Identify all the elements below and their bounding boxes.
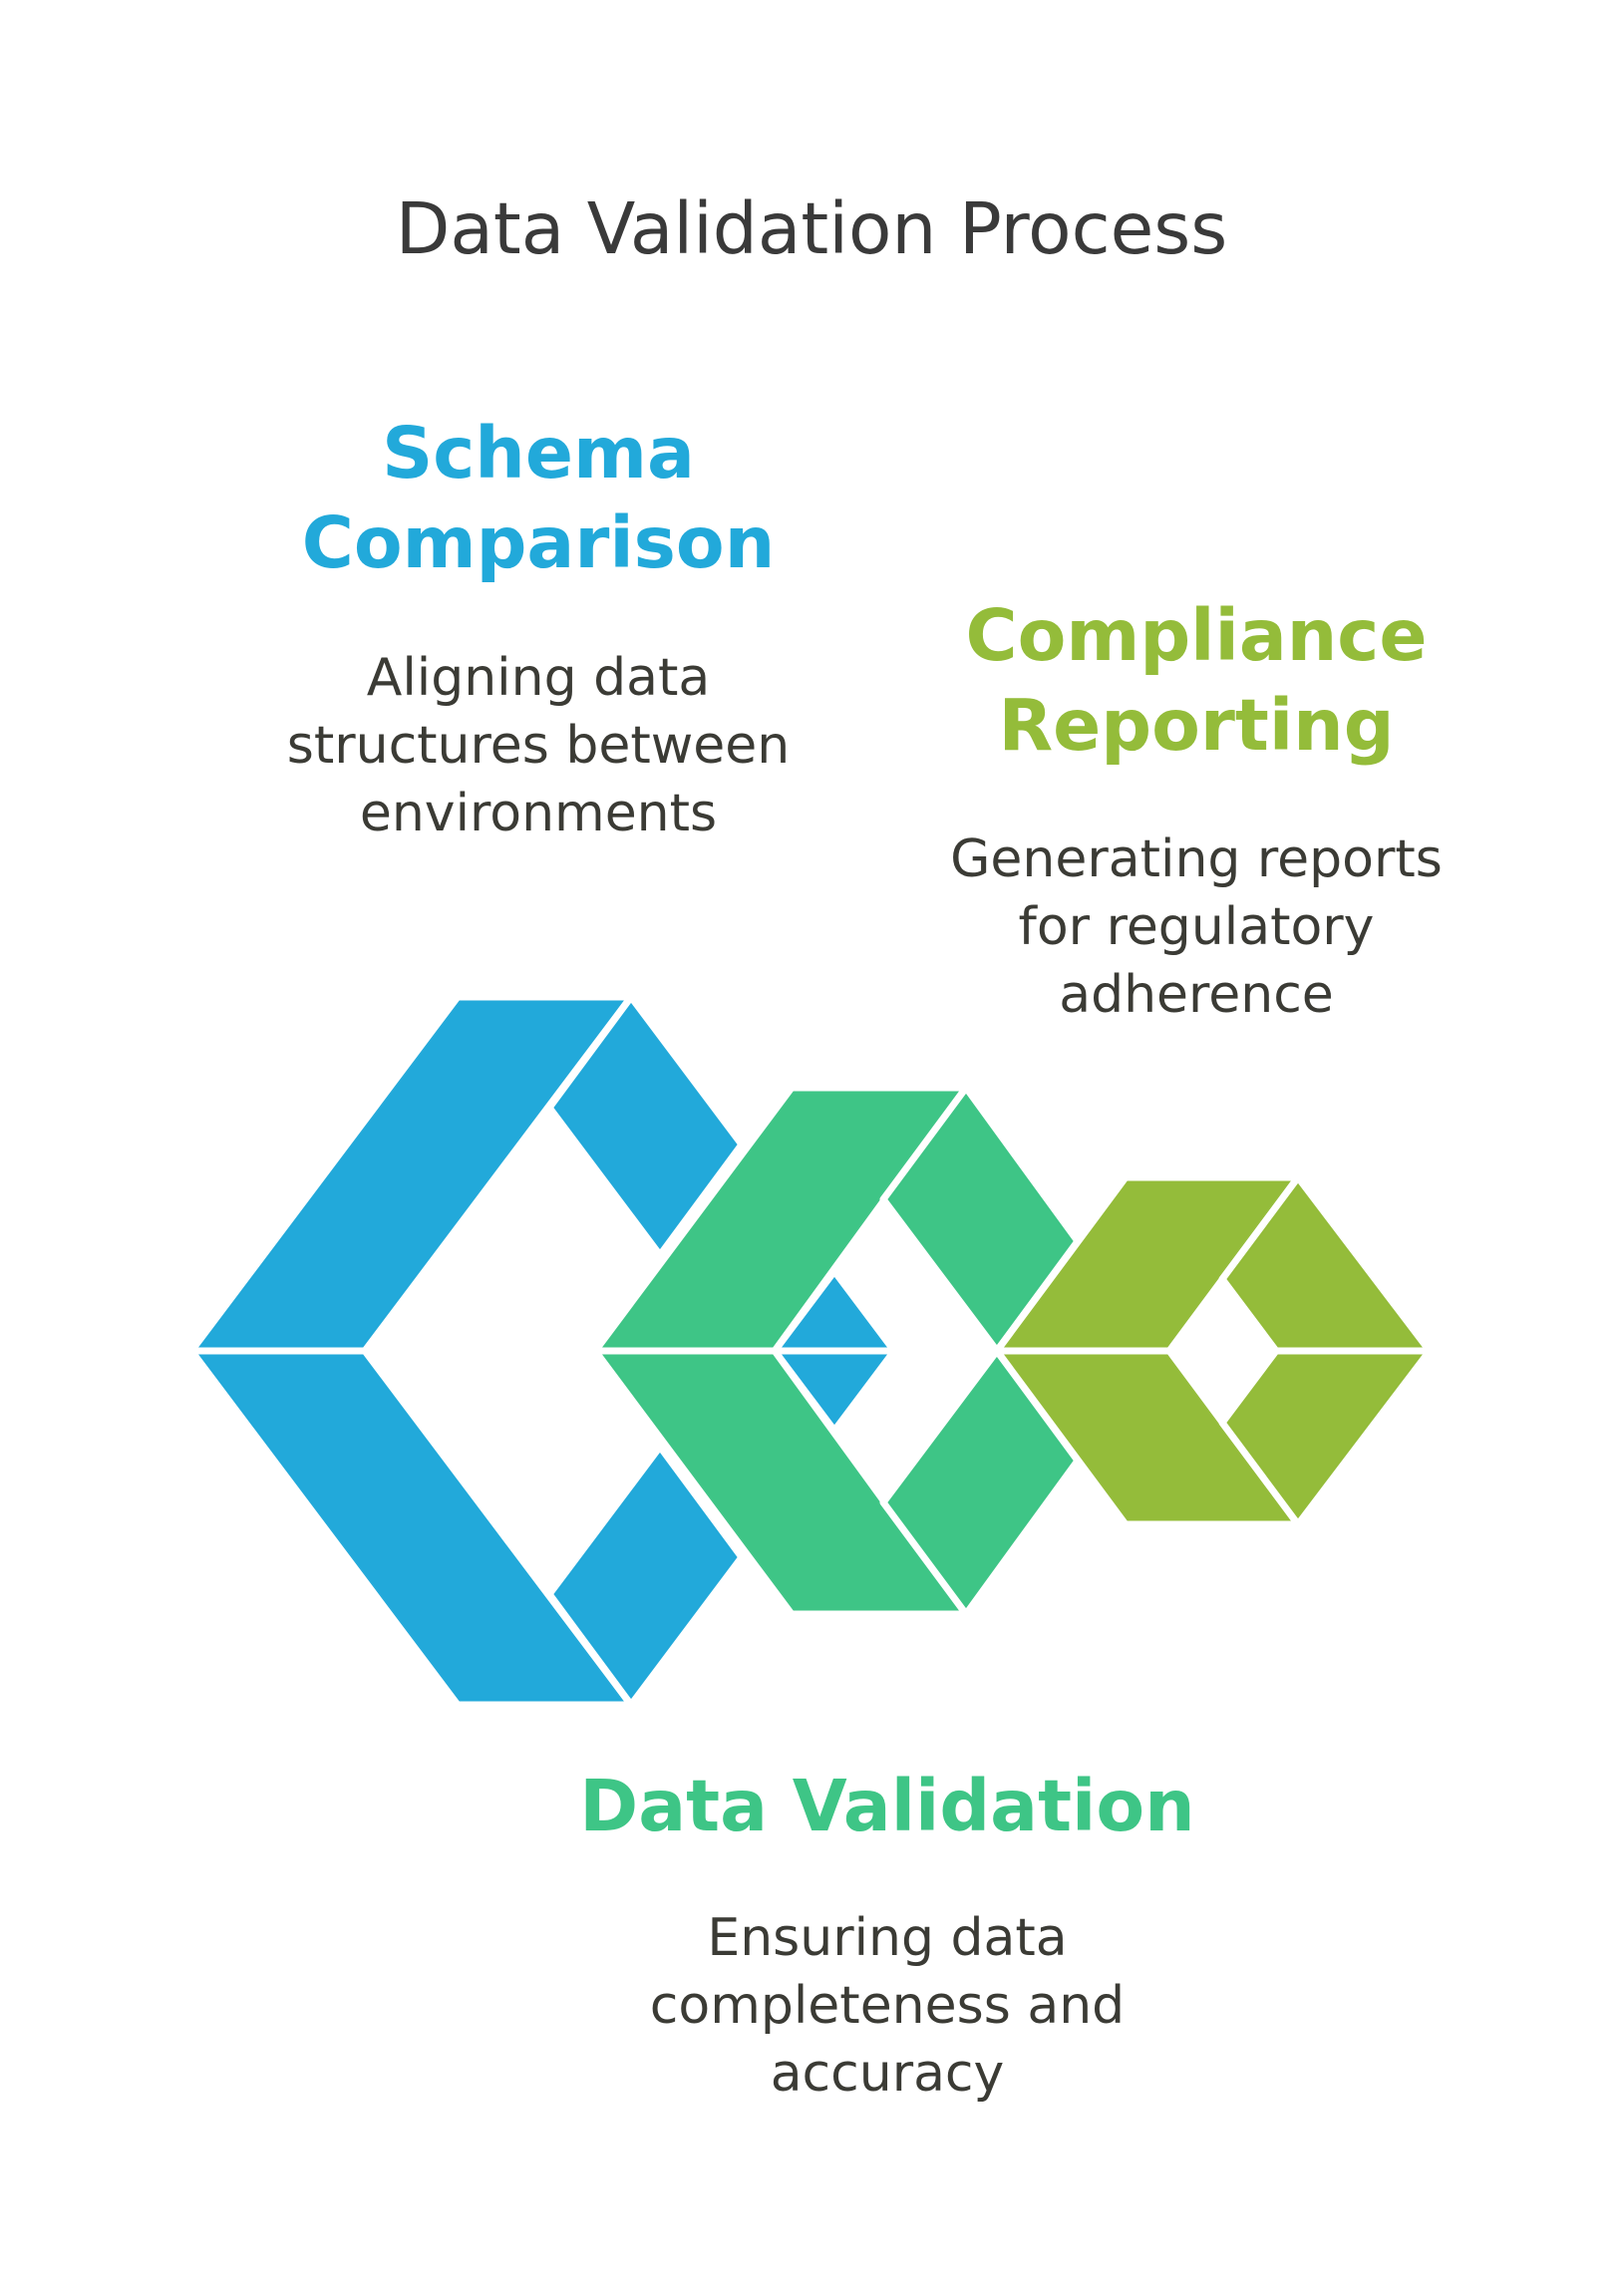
validation-desc-line3: accuracy <box>770 2044 1005 2104</box>
compliance-title-line2: Reporting <box>998 684 1395 767</box>
schema-desc-line1: Aligning data <box>366 648 711 708</box>
compliance-desc-line2: for regulatory <box>1018 897 1375 957</box>
validation-desc-line2: completeness and <box>649 1976 1126 2036</box>
validation-title-line1: Data Validation <box>579 1765 1195 1847</box>
compliance-desc-line3: adherence <box>1059 965 1334 1025</box>
blue-upper-right-piece <box>545 993 746 1259</box>
validation-desc-line1: Ensuring data <box>707 1908 1068 1968</box>
compliance-desc-line1: Generating reports <box>950 829 1443 889</box>
blue-upper-left-band <box>187 993 635 1355</box>
data-validation-title: Data Validation <box>538 1762 1236 1851</box>
schema-comparison-description: Aligning data structures between environ… <box>239 644 837 847</box>
compliance-reporting-description: Generating reports for regulatory adhere… <box>887 825 1505 1029</box>
schema-desc-line3: environments <box>359 784 718 843</box>
schema-title-line2: Comparison <box>301 501 776 584</box>
schema-title-line1: Schema <box>382 412 695 494</box>
compliance-reporting-title: Compliance Reporting <box>887 591 1505 771</box>
schema-comparison-title: Schema Comparison <box>239 409 837 588</box>
page-title: Data Validation Process <box>395 187 1228 270</box>
compliance-title-line1: Compliance <box>965 594 1428 677</box>
blue-lower-right-piece <box>545 1443 746 1709</box>
blue-lower-left-band <box>187 1347 635 1709</box>
data-validation-description: Ensuring data completeness and accuracy <box>538 1904 1236 2108</box>
olive-lower-right-piece <box>1218 1347 1434 1528</box>
schema-desc-line2: structures between <box>286 716 791 776</box>
